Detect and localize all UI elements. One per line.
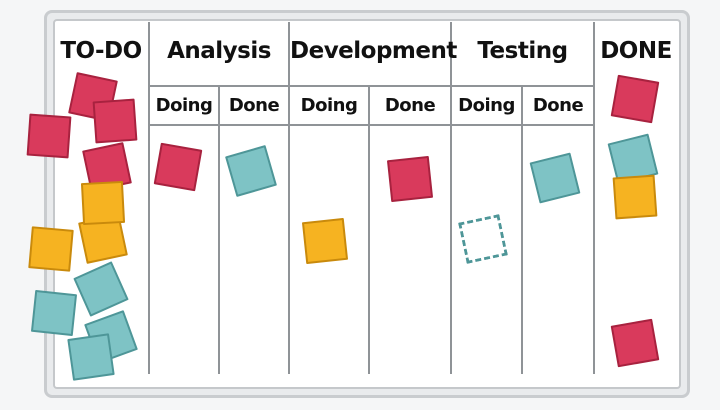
sticky-note-yellow[interactable] (301, 217, 349, 265)
sticky-note-teal[interactable] (30, 289, 78, 337)
whiteboard-surface (53, 19, 681, 389)
sticky-note-red[interactable] (610, 318, 660, 368)
sticky-note-red[interactable] (386, 155, 434, 203)
divider-testing-done (593, 22, 595, 374)
column-header-development: Development (290, 38, 457, 64)
subcolumn-header-testing-doing: Doing (458, 95, 515, 116)
column-header-analysis: Analysis (167, 38, 271, 64)
sticky-note-red[interactable] (92, 98, 138, 144)
sticky-note-yellow[interactable] (80, 180, 126, 226)
sticky-note-red[interactable] (153, 142, 203, 192)
subcolumn-header-analysis-doing: Doing (155, 95, 213, 116)
header-divider-bottom (148, 124, 593, 126)
divider-analysis-subcolumns (218, 85, 220, 374)
divider-todo-analysis (148, 22, 150, 374)
subcolumn-header-development-done: Done (384, 95, 436, 116)
column-header-done: DONE (600, 38, 672, 64)
divider-development-testing (450, 22, 452, 374)
sticky-note-red[interactable] (610, 74, 660, 124)
subcolumn-header-development-doing: Doing (300, 95, 358, 116)
sticky-note-yellow[interactable] (612, 174, 658, 220)
empty-note-placeholder (458, 214, 508, 264)
divider-testing-subcolumns (521, 85, 523, 374)
column-header-testing: Testing (477, 38, 568, 64)
sticky-note-red[interactable] (26, 113, 72, 159)
sticky-note-yellow[interactable] (28, 226, 74, 272)
column-header-todo: TO-DO (60, 38, 142, 64)
sticky-note-teal[interactable] (67, 333, 115, 381)
header-divider-top (148, 85, 593, 87)
divider-development-subcolumns (368, 85, 370, 374)
divider-analysis-development (288, 22, 290, 374)
subcolumn-header-testing-done: Done (532, 95, 584, 116)
subcolumn-header-analysis-done: Done (228, 95, 280, 116)
